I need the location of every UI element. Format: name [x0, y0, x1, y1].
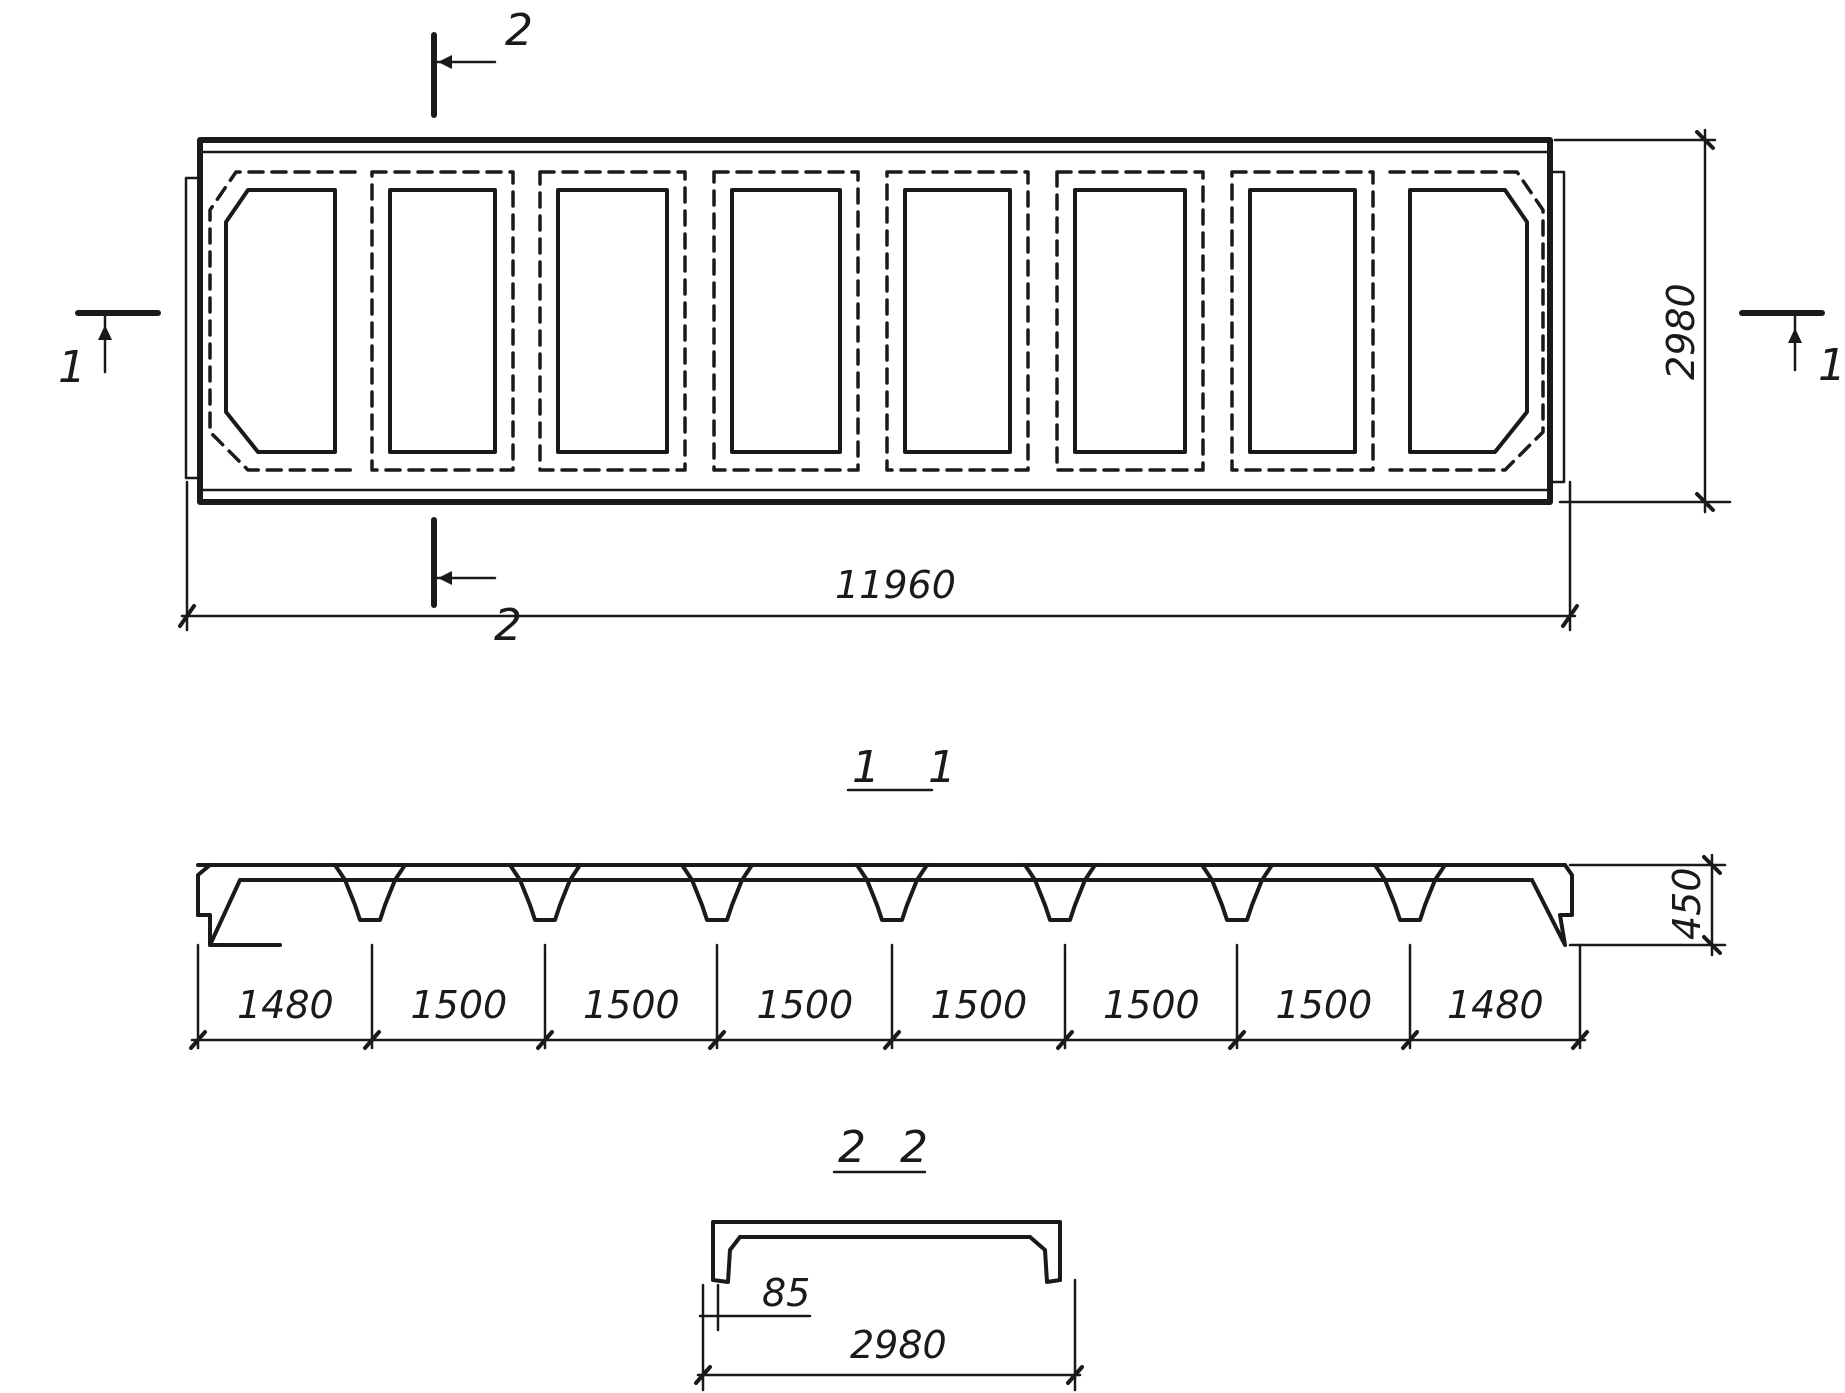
tick-icon — [1561, 604, 1579, 628]
span-label: 1500 — [583, 983, 680, 1027]
cross-section-rib-left — [711, 1235, 742, 1284]
section-ribs-group — [333, 863, 1447, 922]
end-rib-right — [1530, 863, 1574, 947]
tick-icon — [1228, 1030, 1246, 1050]
tick-icon — [1695, 130, 1715, 150]
opening — [1408, 188, 1529, 454]
span-label: 1500 — [411, 983, 508, 1027]
dashed-rib-outline — [1055, 170, 1205, 472]
section-rib — [508, 863, 582, 922]
section-2-label-bottom: 2 — [494, 600, 522, 651]
tick-icon — [1702, 855, 1722, 875]
opening — [388, 188, 497, 454]
section-1-1-title-left: 1 — [852, 742, 880, 793]
arrowhead-icon — [1788, 328, 1802, 343]
section-2-marks: 2 2 — [431, 5, 533, 651]
cross-section-outline — [711, 1220, 1062, 1282]
section-1-marks: 1 1 — [58, 310, 1845, 393]
arrowhead-icon — [98, 325, 112, 340]
rib-width-label: 85 — [762, 1271, 810, 1315]
tick-icon — [883, 1030, 901, 1050]
span-label: 1480 — [237, 983, 334, 1027]
opening — [224, 188, 337, 454]
dashed-ribs-group — [208, 170, 1545, 472]
section-rib — [1373, 863, 1447, 922]
tick-icon — [1695, 492, 1715, 512]
opening — [556, 188, 669, 454]
section-1-1-title-right: 1 — [928, 742, 956, 793]
tick-icon — [1571, 1030, 1589, 1050]
section-1-label-left: 1 — [58, 342, 86, 393]
opening — [1248, 188, 1357, 454]
dashed-rib-outline — [885, 170, 1030, 472]
plan-view — [184, 137, 1566, 505]
span-label: 1480 — [1447, 983, 1544, 1027]
span-dimensions-group: 1480 1500 1500 1500 1500 1500 1500 1480 — [189, 943, 1589, 1050]
dashed-rib-outline — [208, 170, 357, 472]
section-2-2: 2 2 85 2980 — [694, 1122, 1084, 1392]
dashed-rib-outline — [370, 170, 515, 472]
dashed-rib-outline — [538, 170, 687, 472]
end-tab-left — [184, 176, 202, 480]
tick-icon — [189, 1030, 207, 1050]
section-2-2-width-label: 2980 — [850, 1323, 947, 1367]
section-1-1: 1 1 450 1480 1500 1500 1500 1500 1500 1500 1480 — [189, 742, 1727, 1050]
section-rib — [680, 863, 754, 922]
opening — [1073, 188, 1187, 454]
end-tab-right — [1548, 170, 1566, 484]
end-rib-left — [196, 863, 212, 917]
section-rib — [333, 863, 407, 922]
tick-icon — [1056, 1030, 1074, 1050]
tick-icon — [1401, 1030, 1419, 1050]
tick-icon — [536, 1030, 554, 1050]
dashed-rib-outline — [1230, 170, 1375, 472]
dashed-rib-outline — [1388, 170, 1545, 472]
opening — [903, 188, 1012, 454]
section-2-2-title-right: 2 — [900, 1122, 928, 1173]
plan-width-label: 2980 — [1659, 283, 1703, 380]
section-1-label-right: 1 — [1818, 340, 1845, 391]
span-label: 1500 — [1276, 983, 1373, 1027]
tick-icon — [1066, 1365, 1084, 1385]
opening — [730, 188, 842, 454]
openings-group — [224, 188, 1529, 454]
plan-length-label: 11960 — [835, 563, 956, 607]
span-label: 1500 — [757, 983, 854, 1027]
section-rib — [1200, 863, 1274, 922]
tick-icon — [694, 1365, 712, 1385]
arrowhead-icon — [438, 55, 452, 69]
section-rib — [1023, 863, 1097, 922]
section-height-label: 450 — [1665, 867, 1709, 940]
tick-icon — [363, 1030, 381, 1050]
dashed-rib-outline — [712, 170, 860, 472]
tick-icon — [1702, 935, 1722, 955]
section-2-2-title-left: 2 — [838, 1122, 866, 1173]
cross-section-rib-right — [1028, 1235, 1062, 1284]
plan-dimensions: 11960 2980 — [178, 128, 1732, 632]
slab-outline — [197, 137, 1553, 505]
span-label: 1500 — [1103, 983, 1200, 1027]
section-rib — [855, 863, 929, 922]
end-rib-left-inner — [196, 878, 242, 947]
tick-icon — [178, 604, 196, 628]
tick-icon — [708, 1030, 726, 1050]
arrowhead-icon — [438, 571, 452, 585]
span-label: 1500 — [931, 983, 1028, 1027]
section-2-label-top: 2 — [505, 5, 533, 56]
